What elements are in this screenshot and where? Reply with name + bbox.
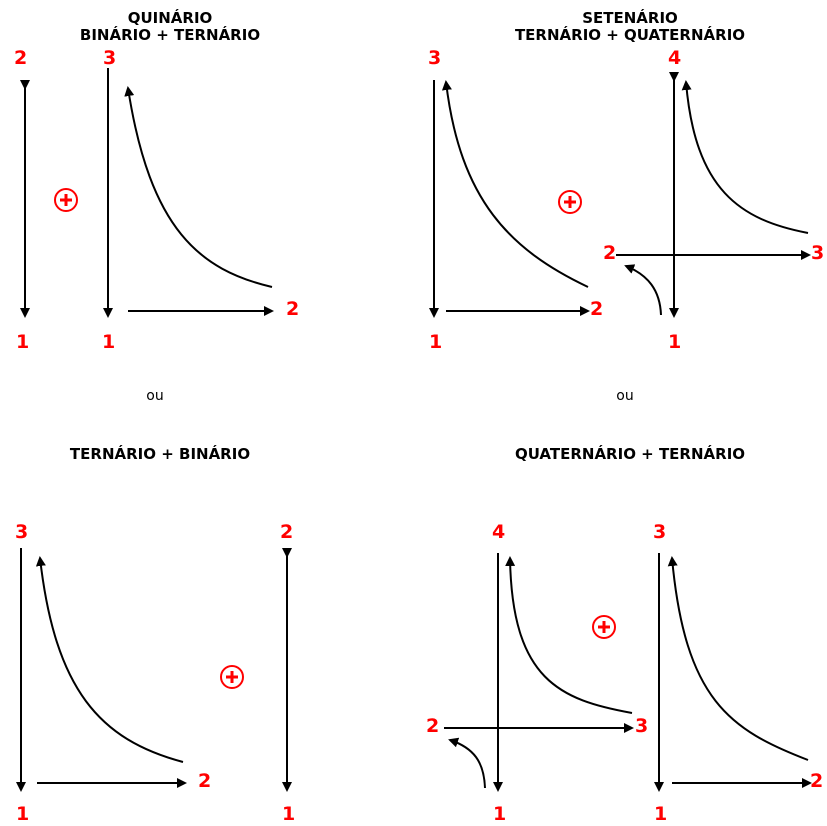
qt-quaternary-curve	[505, 556, 633, 714]
qt-ternary-bottom-label: 1	[654, 803, 668, 825]
qt-quaternary-small-curve	[448, 737, 486, 789]
quinario-ternary-bottom-label: 1	[102, 331, 116, 353]
tb-ternary-curve	[35, 556, 184, 763]
setenario-ternary-right-label: 2	[590, 298, 604, 320]
setenario-quaternary-curve	[681, 80, 809, 234]
setenario-quaternary-top-label: 4	[668, 47, 682, 69]
setenario-quaternary-small-curve	[624, 264, 662, 316]
title-ternario-binario: TERNÁRIO + BINÁRIO	[69, 445, 251, 463]
qt-quaternary-left-label: 2	[426, 715, 440, 737]
quinario-ternary-right-label: 2	[286, 298, 300, 320]
title-setenario-line1: SETENÁRIO	[582, 9, 678, 27]
quinario-ternary-top-label: 3	[103, 47, 117, 69]
qt-ternary-right-label: 2	[810, 770, 824, 792]
qt-quaternary-bottom-label: 1	[493, 803, 507, 825]
setenario-quaternary-left-label: 2	[603, 242, 617, 264]
quinario-binary-top-label: 2	[14, 47, 28, 69]
title-quinario-line1: QUINÁRIO	[127, 9, 213, 27]
title-setenario: SETENÁRIO TERNÁRIO + QUATERNÁRIO	[480, 10, 780, 44]
setenario-ternary-curve	[441, 80, 589, 288]
tb-ternary-top-label: 3	[15, 521, 29, 543]
separator-or-right: ou	[616, 388, 634, 404]
title-setenario-line2: TERNÁRIO + QUATERNÁRIO	[514, 26, 746, 44]
setenario-ternary-bottom-label: 1	[429, 331, 443, 353]
title-quaternario-ternario: QUATERNÁRIO + TERNÁRIO	[514, 445, 746, 463]
tb-ternary-bottom-label: 1	[16, 803, 30, 825]
tb-binary-top-label: 2	[280, 521, 294, 543]
quinario-binary-bottom-label: 1	[16, 331, 30, 353]
plus-sign-icons	[60, 194, 610, 683]
setenario-quaternary-bottom-label: 1	[668, 331, 682, 353]
separator-or-left: ou	[146, 388, 164, 404]
qt-quaternary-top-label: 4	[492, 521, 506, 543]
qt-quaternary-right-label: 3	[635, 715, 649, 737]
qt-ternary-top-label: 3	[653, 521, 667, 543]
quinario-ternary-curve	[124, 86, 273, 288]
setenario-ternary-top-label: 3	[428, 47, 442, 69]
title-quinario: QUINÁRIO BINÁRIO + TERNÁRIO	[40, 10, 300, 44]
title-quinario-line2: BINÁRIO + TERNÁRIO	[79, 26, 261, 44]
tb-ternary-right-label: 2	[198, 770, 212, 792]
tb-binary-bottom-label: 1	[282, 803, 296, 825]
qt-ternary-curve	[667, 556, 809, 761]
plus-circle-icon	[54, 188, 616, 689]
setenario-quaternary-right-label: 3	[811, 242, 825, 264]
